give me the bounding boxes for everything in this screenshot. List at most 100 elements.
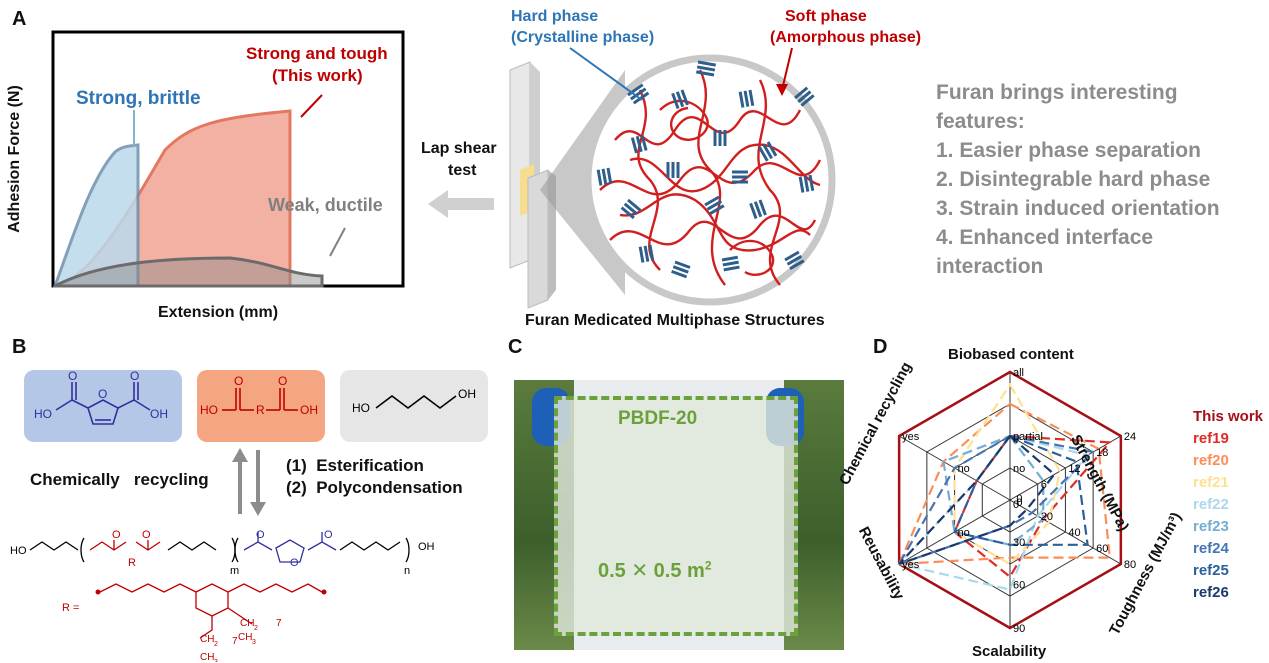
- brittle-label: Strong, brittle: [76, 88, 201, 109]
- legend-item: ref26: [1193, 584, 1229, 601]
- step-polycondensation: (2) Polycondensation: [286, 478, 463, 497]
- oh-group: OH: [418, 541, 435, 553]
- y-axis-label: Adhesion Force (N): [6, 85, 23, 233]
- radar-chart: allpartialno241812608060402009060300yesn…: [896, 367, 1136, 635]
- tough-label-line2: (This work): [272, 66, 363, 85]
- radar-tick-label: 18: [1096, 447, 1108, 459]
- o-atom: O: [112, 529, 121, 541]
- legend-item: ref23: [1193, 518, 1229, 535]
- ch3-group: CH: [200, 652, 214, 662]
- ho-group: HO: [10, 545, 27, 557]
- radar-tick-label: 80: [1124, 559, 1136, 571]
- film-sheet: [554, 396, 798, 636]
- legend-item: This work: [1193, 408, 1264, 425]
- step-esterification: (1) Esterification: [286, 456, 424, 475]
- legend-item: ref25: [1193, 562, 1229, 579]
- legend-item: ref19: [1193, 430, 1229, 447]
- r-equals: R =: [62, 602, 79, 614]
- oh-group: OH: [458, 387, 476, 401]
- radar-tick-label: all: [1013, 367, 1024, 379]
- legend-item: ref24: [1193, 540, 1229, 557]
- panel-a-plot: [51, 30, 494, 288]
- ho-group: HO: [200, 403, 218, 417]
- x-axis-label: Extension (mm): [158, 304, 279, 321]
- hard-phase-label-1: Hard phase: [511, 8, 599, 25]
- microstructure-diagram: [509, 54, 836, 309]
- series-ref21: [953, 382, 1062, 566]
- feature-line: 4. Enhanced interface: [936, 226, 1154, 249]
- feature-line: Furan brings interesting: [936, 81, 1178, 104]
- series-ref22: [897, 434, 1090, 591]
- sub-3: 3: [214, 659, 218, 662]
- ch2-group: CH: [200, 634, 214, 645]
- lap-shear-label-1: Lap shear: [421, 140, 497, 157]
- tough-label-line1: Strong and tough: [246, 44, 388, 63]
- ch3-group: CH: [238, 632, 252, 643]
- radar-tick-label: 24: [1124, 431, 1136, 443]
- panel-c-letter: C: [508, 336, 523, 358]
- series-ref26: [898, 434, 1056, 566]
- panel-b-letter: B: [12, 336, 27, 358]
- radar-tick-label: no: [958, 463, 970, 475]
- reaction-arrows: [232, 448, 266, 516]
- o-atom: O: [256, 529, 265, 541]
- panel-a-letter: A: [12, 8, 27, 30]
- o-atom: O: [290, 557, 299, 569]
- radar-tick-label: partial: [1013, 431, 1043, 443]
- o-atom: O: [130, 369, 139, 383]
- radar-tick-label: 0: [1016, 493, 1022, 505]
- radar-tick-label: yes: [902, 431, 920, 443]
- chemical-recycling-label: Chemically recycling: [30, 470, 209, 489]
- soft-phase-label-2: (Amorphous phase): [770, 29, 922, 46]
- radar-tick-label: 60: [1096, 543, 1108, 555]
- radar-tick-label: 12: [1068, 463, 1080, 475]
- radar-tick-label: 30: [1013, 537, 1025, 549]
- radar-spoke: [1009, 435, 1122, 501]
- feature-line: features:: [936, 110, 1025, 133]
- ch2-group: CH: [240, 618, 254, 629]
- lap-shear-label-2: test: [448, 162, 477, 179]
- ho-group: HO: [34, 407, 52, 421]
- sub-3: 3: [252, 639, 256, 646]
- radar-tick-label: no: [1013, 463, 1025, 475]
- radar-tick-label: 60: [1013, 579, 1025, 591]
- ductile-label: Weak, ductile: [268, 195, 383, 215]
- film-name-label: PBDF-20: [618, 408, 698, 429]
- crystalline-domains: [596, 60, 815, 279]
- legend-item: ref21: [1193, 474, 1229, 491]
- sub-2: 2: [254, 625, 258, 632]
- r-group: R: [256, 403, 265, 417]
- features-list: Furan brings interesting features: 1. Ea…: [936, 78, 1220, 281]
- lap-shear-arrow: [428, 190, 494, 218]
- series-ref20: [897, 402, 1111, 566]
- legend-item: ref20: [1193, 452, 1229, 469]
- o-atom: O: [324, 529, 333, 541]
- m-subscript: m: [230, 565, 239, 577]
- ductile-curve: [54, 256, 324, 288]
- o-atom: O: [278, 374, 287, 388]
- sub-2: 2: [214, 641, 218, 648]
- subscript-7: 7: [232, 636, 238, 647]
- radar-tick-label: no: [958, 527, 970, 539]
- o-atom: O: [234, 374, 243, 388]
- feature-line: 2. Disintegrable hard phase: [936, 168, 1211, 191]
- soft-phase-label-1: Soft phase: [785, 8, 867, 25]
- oh-group: OH: [150, 407, 168, 421]
- monomer-structures: O O O HO OH O O R HO OH HO OH: [34, 369, 476, 425]
- polymer-structure: HO OH m n R = O R O O O O: [10, 529, 435, 662]
- series-this-work: [897, 370, 1123, 630]
- film-size-label: 0.5 ✕ 0.5 m2: [598, 558, 712, 583]
- butanediol-box: [340, 370, 488, 442]
- feature-line: 3. Strain induced orientation: [936, 197, 1220, 220]
- film-photo: PBDF-20 0.5 ✕ 0.5 m2: [514, 380, 844, 650]
- hard-phase-label-2: (Crystalline phase): [511, 29, 655, 46]
- upper-plate: [509, 61, 531, 269]
- radar-tick-label: yes: [902, 559, 920, 571]
- subscript-7: 7: [276, 618, 282, 629]
- axis-label-biobased: Biobased content: [948, 346, 1074, 363]
- phase-pointers: [569, 47, 793, 101]
- oh-group: OH: [300, 403, 318, 417]
- radar-tick-label: 0: [1016, 497, 1022, 509]
- fdca-box: [24, 370, 182, 442]
- tough-pointer: [300, 94, 323, 118]
